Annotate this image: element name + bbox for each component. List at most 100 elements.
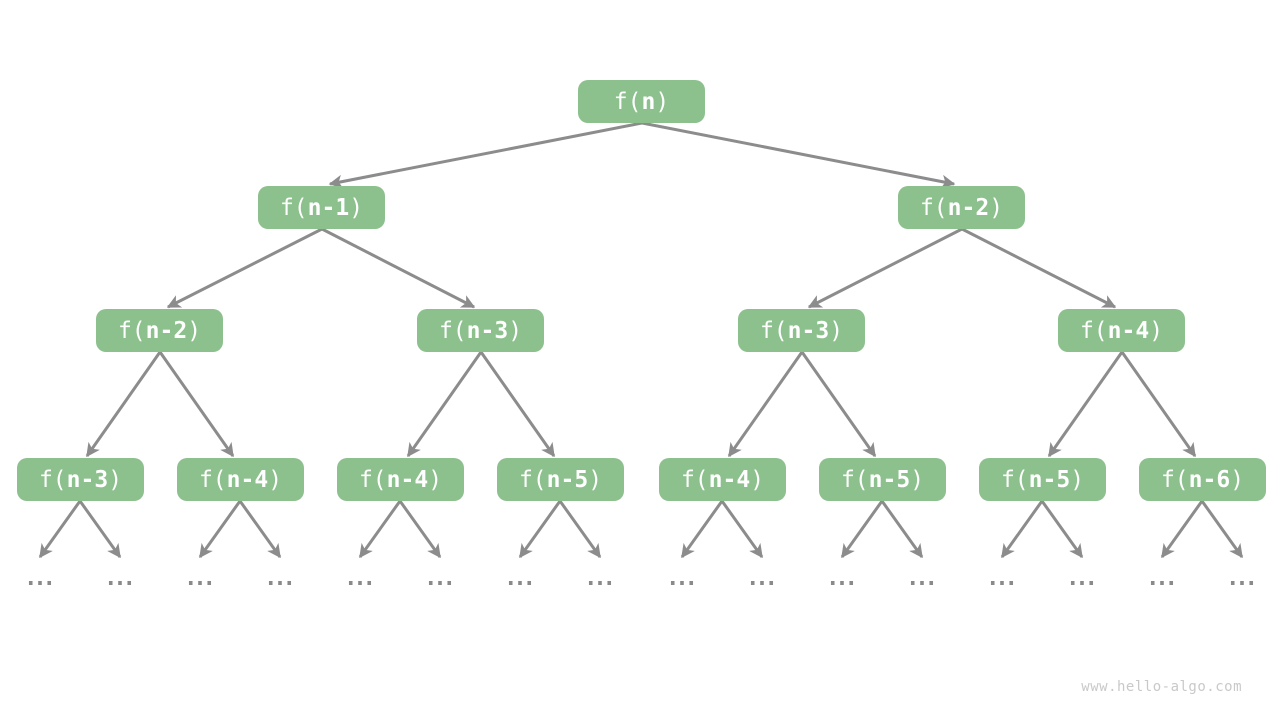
node-label: ) <box>108 466 123 493</box>
edge-arrow <box>727 351 804 458</box>
ellipsis: ... <box>504 566 536 591</box>
node-label: ) <box>1230 466 1245 493</box>
edge-arrow <box>479 351 556 458</box>
ellipsis: ... <box>184 566 216 591</box>
node-label: n-5 <box>868 466 911 493</box>
edge-arrow <box>680 500 724 559</box>
node-label: ) <box>187 317 202 344</box>
edge-arrow <box>1040 500 1084 559</box>
edge-arrow <box>558 500 602 559</box>
node-label: f( <box>198 466 227 493</box>
node-label: n-3 <box>66 466 109 493</box>
ellipsis: ... <box>746 566 778 591</box>
tree-node: f(n-5) <box>497 458 624 501</box>
tree-node-root: f(n) <box>578 80 705 123</box>
node-label: n-4 <box>708 466 751 493</box>
tree-node: f(n-4) <box>177 458 304 501</box>
edge-arrow <box>406 351 483 458</box>
node-label: f( <box>840 466 869 493</box>
tree-node: f(n-2) <box>96 309 223 352</box>
tree-node: f(n-4) <box>1058 309 1185 352</box>
edge-arrow <box>518 500 562 559</box>
tree-node: f(n-2) <box>898 186 1025 229</box>
edge-arrow <box>800 351 877 458</box>
edge-arrow <box>1160 500 1204 559</box>
edge-arrow <box>238 500 282 559</box>
ellipsis: ... <box>1226 566 1258 591</box>
node-label: ) <box>349 194 364 221</box>
edge-arrow <box>840 500 884 559</box>
node-label: n-4 <box>386 466 429 493</box>
tree-node: f(n-3) <box>738 309 865 352</box>
node-label: f( <box>613 88 642 115</box>
ellipsis: ... <box>344 566 376 591</box>
node-label: ) <box>428 466 443 493</box>
node-label: ) <box>1070 466 1085 493</box>
edge-arrow <box>198 500 242 559</box>
watermark: www.hello-algo.com <box>1081 679 1242 695</box>
node-label: ) <box>655 88 670 115</box>
edge-arrow <box>720 500 764 559</box>
node-label: n-4 <box>1107 317 1150 344</box>
node-label: n-5 <box>546 466 589 493</box>
edge-arrow <box>1047 351 1124 458</box>
node-label: f( <box>38 466 67 493</box>
node-label: f( <box>1079 317 1108 344</box>
edge-arrow <box>1200 500 1244 559</box>
ellipsis: ... <box>24 566 56 591</box>
edge-arrow <box>1120 351 1197 458</box>
edge-arrow <box>328 121 643 189</box>
edge-arrow <box>158 351 235 458</box>
tree-node: f(n-1) <box>258 186 385 229</box>
node-label: n-6 <box>1188 466 1231 493</box>
node-label: ) <box>750 466 765 493</box>
edge-arrow <box>398 500 442 559</box>
ellipsis: ... <box>104 566 136 591</box>
edge-arrow <box>358 500 402 559</box>
ellipsis: ... <box>906 566 938 591</box>
node-label: ) <box>268 466 283 493</box>
node-label: f( <box>117 317 146 344</box>
node-label: n <box>641 88 656 115</box>
node-label: n-2 <box>145 317 188 344</box>
tree-node: f(n-4) <box>337 458 464 501</box>
tree-node: f(n-3) <box>17 458 144 501</box>
node-label: n-3 <box>466 317 509 344</box>
edge-arrow <box>85 351 162 458</box>
edge-arrow <box>78 500 122 559</box>
node-label: f( <box>518 466 547 493</box>
ellipsis: ... <box>584 566 616 591</box>
node-label: f( <box>438 317 467 344</box>
node-label: n-2 <box>947 194 990 221</box>
tree-node: f(n-5) <box>979 458 1106 501</box>
node-label: n-1 <box>307 194 350 221</box>
tree-node: f(n-4) <box>659 458 786 501</box>
node-label: ) <box>588 466 603 493</box>
edge-arrow <box>961 227 1117 309</box>
node-label: f( <box>1160 466 1189 493</box>
ellipsis: ... <box>826 566 858 591</box>
node-label: n-3 <box>787 317 830 344</box>
edge-arrow <box>1000 500 1044 559</box>
ellipsis: ... <box>1066 566 1098 591</box>
node-label: ) <box>910 466 925 493</box>
node-label: n-4 <box>226 466 269 493</box>
node-label: ) <box>829 317 844 344</box>
ellipsis: ... <box>986 566 1018 591</box>
node-label: f( <box>279 194 308 221</box>
node-label: n-5 <box>1028 466 1071 493</box>
ellipsis: ... <box>666 566 698 591</box>
edge-arrow <box>807 227 963 309</box>
node-label: ) <box>508 317 523 344</box>
tree-node: f(n-6) <box>1139 458 1266 501</box>
node-label: ) <box>1149 317 1164 344</box>
tree-node: f(n-5) <box>819 458 946 501</box>
node-label: f( <box>919 194 948 221</box>
edge-arrow <box>321 227 476 309</box>
edge-arrow <box>166 227 323 309</box>
ellipsis: ... <box>1146 566 1178 591</box>
ellipsis: ... <box>424 566 456 591</box>
edge-arrow <box>38 500 82 559</box>
edge-arrow <box>880 500 924 559</box>
